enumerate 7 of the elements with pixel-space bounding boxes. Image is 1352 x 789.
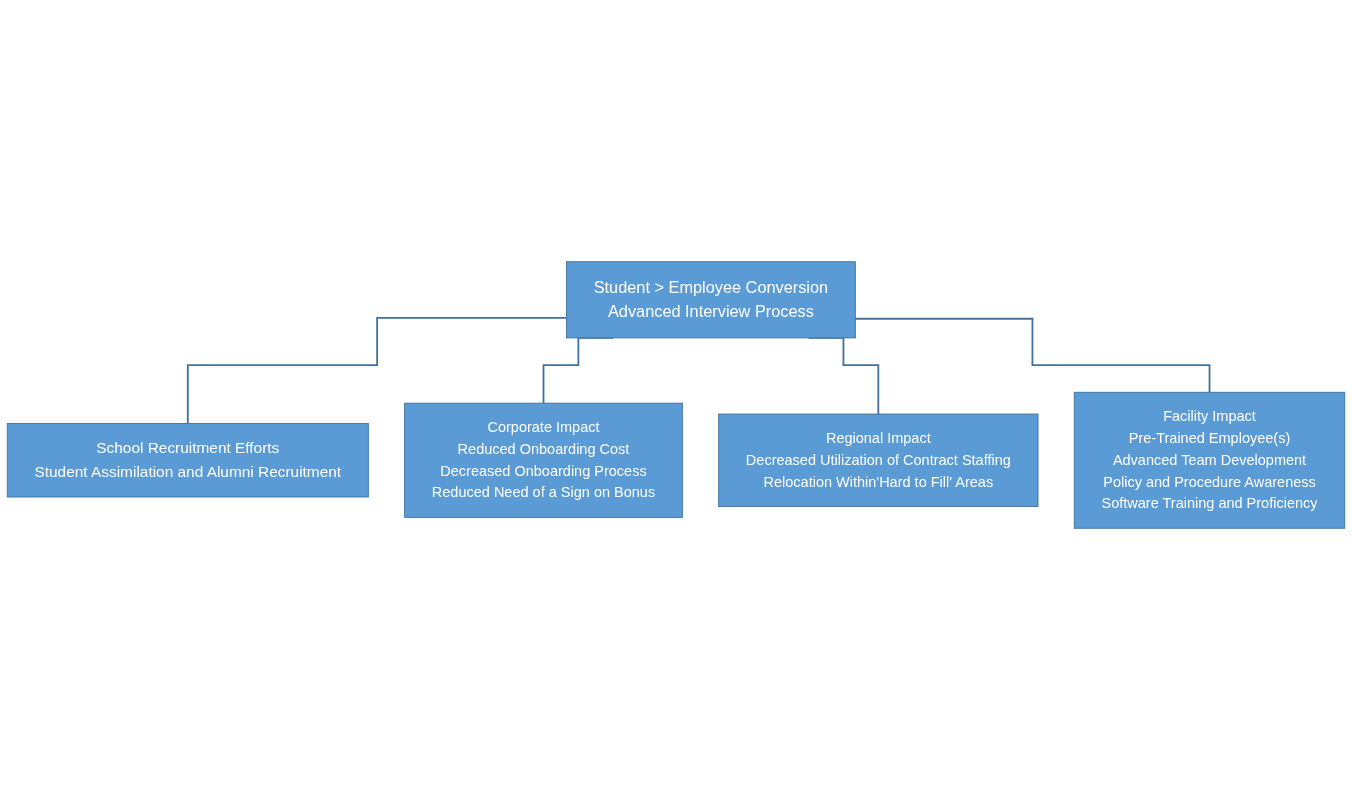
node-box: Facility Impact Pre-Trained Employee(s) Advanced Team Development Policy and Procedure Awareness Software Training and Proficiency — [1073, 391, 1346, 529]
node-box: Corporate Impact Reduced Onboarding Cost Decreased Onboarding Process Reduced Need of a Sign on Bonus — [404, 402, 683, 518]
connector — [854, 317, 1211, 393]
node-box: Student > Employee Conversion Advanced Interview Process — [566, 260, 856, 338]
connector — [186, 316, 568, 424]
node-box: Regional Impact Decreased Utilization of Contract Staffing Relocation Within'Hard to Fill' Areas — [718, 413, 1039, 507]
node-box: School Recruitment Efforts Student Assimilation and Alumni Recruitment — [6, 422, 369, 497]
